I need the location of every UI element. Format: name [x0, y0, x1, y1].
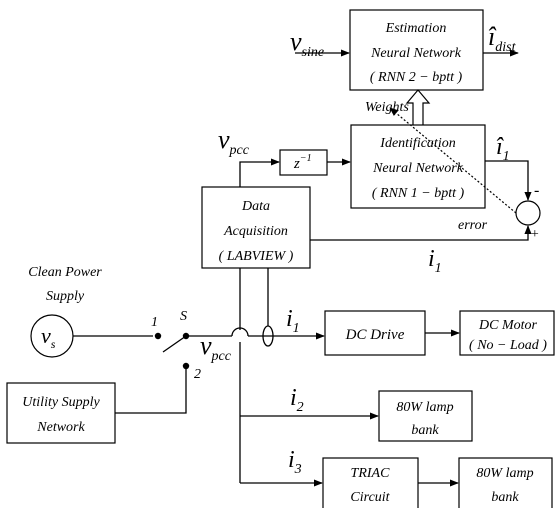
i1-feedback-label: i1 — [428, 246, 442, 276]
lamp-bank-2-label-1: 80W lamp — [476, 466, 533, 481]
vpcc-mid-label: vpcc — [200, 331, 232, 364]
plus-sign: + — [530, 227, 539, 242]
estimation-label-3: ( RNN 2 − bptt ) — [370, 70, 463, 85]
dc-motor-label-1: DC Motor — [478, 318, 538, 333]
dc-motor-block — [459, 310, 555, 356]
data-acquisition-block — [201, 186, 311, 269]
daq-label-3: ( LABVIEW ) — [219, 249, 294, 264]
utility-label-1: Utility Supply — [22, 395, 100, 410]
triac-block — [322, 457, 419, 508]
identification-nn-block — [350, 124, 486, 209]
error-feedback-line — [389, 107, 517, 214]
dc-motor-label-2: ( No − Load ) — [469, 338, 547, 353]
lamp-bank-1-label-2: bank — [411, 423, 439, 438]
weights-label: Weights — [365, 100, 409, 115]
summing-junction — [515, 200, 541, 226]
vsine-label: vsine — [290, 27, 324, 60]
dc-drive-label: DC Drive — [345, 327, 405, 343]
vs-label: vs — [41, 323, 56, 351]
utility-connection — [115, 369, 187, 414]
i1hat-arrow — [485, 160, 532, 201]
lamp-bank-2-label-2: bank — [491, 490, 519, 505]
lamp-bank-2-block — [458, 457, 553, 508]
lamp-bank-1-block — [378, 390, 473, 442]
identification-label-3: ( RNN 1 − bptt ) — [372, 186, 465, 201]
idist-label: îdist — [488, 22, 517, 55]
estimation-label-1: Estimation — [385, 21, 447, 36]
i1-feedback-arrow — [310, 225, 532, 241]
estimation-label-2: Neural Network — [370, 46, 462, 61]
weights-arrow — [405, 89, 431, 125]
switch-terminal-1: 1 — [151, 315, 158, 330]
daq-label-1: Data — [241, 199, 270, 214]
identification-label-2: Neural Network — [372, 161, 464, 176]
switch-s-label: S — [180, 309, 187, 324]
vpcc-top-label: vpcc — [218, 125, 250, 158]
delay-label: z−1 — [293, 153, 312, 172]
identification-label-1: Identification — [379, 136, 455, 151]
daq-label-2: Acquisition — [223, 224, 288, 239]
i3-label: i3 — [288, 447, 302, 477]
i1-line-label: i1 — [286, 306, 300, 336]
utility-label-2: Network — [36, 420, 85, 435]
estimation-nn-block — [349, 9, 484, 91]
switch-contact-2 — [182, 362, 190, 370]
switch-blade — [162, 335, 187, 353]
minus-sign: - — [534, 182, 539, 199]
delay-block — [279, 149, 328, 176]
switch-contact-1 — [154, 332, 162, 340]
clean-power-label-1: Clean Power — [28, 265, 102, 280]
triac-label-2: Circuit — [350, 490, 390, 505]
lamp-bank-1-label-1: 80W lamp — [396, 400, 453, 415]
vpcc-to-delay — [239, 158, 280, 187]
utility-supply-block — [6, 382, 116, 444]
triac-label-1: TRIAC — [351, 466, 391, 481]
error-label: error — [458, 218, 488, 233]
switch-terminal-2: 2 — [194, 367, 201, 382]
i1hat-label: î1 — [496, 134, 510, 164]
clean-power-label-2: Supply — [46, 289, 85, 304]
i2-label: i2 — [290, 385, 304, 415]
